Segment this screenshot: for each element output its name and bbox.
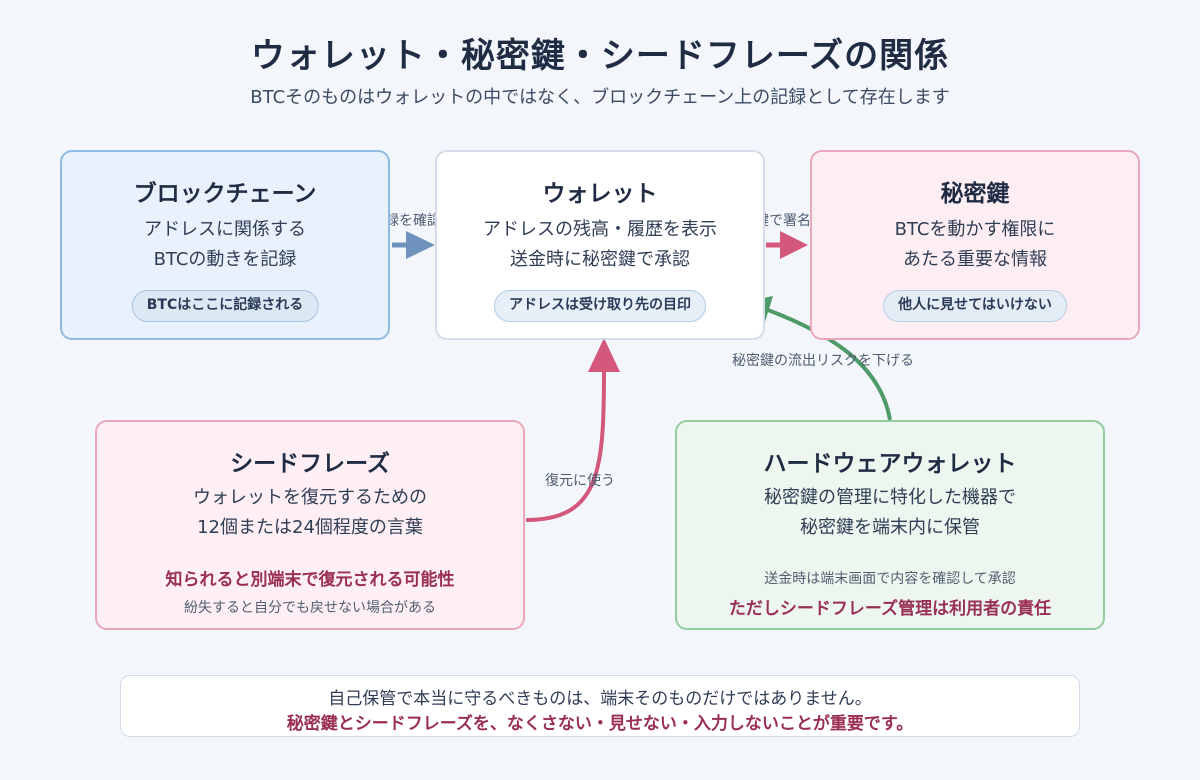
hardware-wallet-line-1: 秘密鍵の管理に特化した機器で — [764, 487, 1016, 508]
edge-label-restore: 復元に使う — [545, 473, 615, 489]
wallet-node: ウォレット アドレスの残高・履歴を表示 送金時に秘密鍵で承認 アドレスは受け取り… — [435, 150, 765, 340]
page-subtitle: BTCそのものはウォレットの中ではなく、ブロックチェーン上の記録として存在します — [250, 87, 950, 108]
private-key-line-2: あたる重要な情報 — [903, 249, 1047, 270]
hardware-wallet-note: 送金時は端末画面で内容を確認して承認 — [764, 571, 1016, 587]
footer-line-1: 自己保管で本当に守るべきものは、端末そのものだけではありません。 — [328, 689, 872, 709]
blockchain-pill: BTCはここに記録される — [131, 290, 319, 322]
private-key-line-1: BTCを動かす権限に — [894, 219, 1056, 240]
seed-phrase-note: 紛失すると自分でも戻せない場合がある — [184, 600, 436, 616]
arrow-seed-wallet — [525, 369, 606, 522]
footer-callout: 自己保管で本当に守るべきものは、端末そのものだけではありません。 秘密鍵とシード… — [120, 675, 1080, 737]
private-key-pill: 他人に見せてはいけない — [883, 290, 1067, 322]
footer-line-2: 秘密鍵とシードフレーズを、なくさない・見せない・入力しないことが重要です。 — [286, 714, 914, 734]
blockchain-line-1: アドレスに関係する — [144, 219, 306, 240]
seed-phrase-line-2: 12個または24個程度の言葉 — [197, 517, 423, 538]
edge-label-sign: 鍵で署名 — [755, 213, 811, 229]
arrowhead-wallet-privkey — [780, 231, 808, 259]
seed-phrase-heading: シードフレーズ — [230, 451, 390, 477]
wallet-heading: ウォレット — [542, 181, 658, 207]
edge-label-reduce-risk: 秘密鍵の流出リスクを下げる — [732, 353, 914, 369]
blockchain-line-2: BTCの動きを記録 — [153, 249, 297, 270]
wallet-line-1: アドレスの残高・履歴を表示 — [483, 219, 717, 240]
private-key-heading: 秘密鍵 — [940, 181, 1010, 207]
page-title: ウォレット・秘密鍵・シードフレーズの関係 — [250, 36, 950, 76]
private-key-node: 秘密鍵 BTCを動かす権限に あたる重要な情報 他人に見せてはいけない — [810, 150, 1140, 340]
arrowhead-seed-wallet — [588, 338, 620, 372]
seed-phrase-line-1: ウォレットを復元するための — [193, 487, 427, 508]
blockchain-heading: ブロックチェーン — [133, 181, 317, 207]
arrow-hardware-wallet — [767, 308, 892, 421]
seed-phrase-warning: 知られると別端末で復元される可能性 — [165, 570, 455, 590]
wallet-pill: アドレスは受け取り先の目印 — [494, 290, 706, 322]
hardware-wallet-line-2: 秘密鍵を端末内に保管 — [800, 517, 980, 538]
arrowhead-blockchain-wallet — [406, 231, 435, 259]
hardware-wallet-node: ハードウェアウォレット 秘密鍵の管理に特化した機器で 秘密鍵を端末内に保管 送金… — [675, 420, 1105, 630]
seed-phrase-node: シードフレーズ ウォレットを復元するための 12個または24個程度の言葉 知られ… — [95, 420, 525, 630]
blockchain-node: ブロックチェーン アドレスに関係する BTCの動きを記録 BTCはここに記録され… — [60, 150, 390, 340]
wallet-line-2: 送金時に秘密鍵で承認 — [510, 249, 690, 270]
hardware-wallet-warning: ただしシードフレーズ管理は利用者の責任 — [728, 599, 1052, 619]
hardware-wallet-heading: ハードウェアウォレット — [763, 451, 1017, 477]
